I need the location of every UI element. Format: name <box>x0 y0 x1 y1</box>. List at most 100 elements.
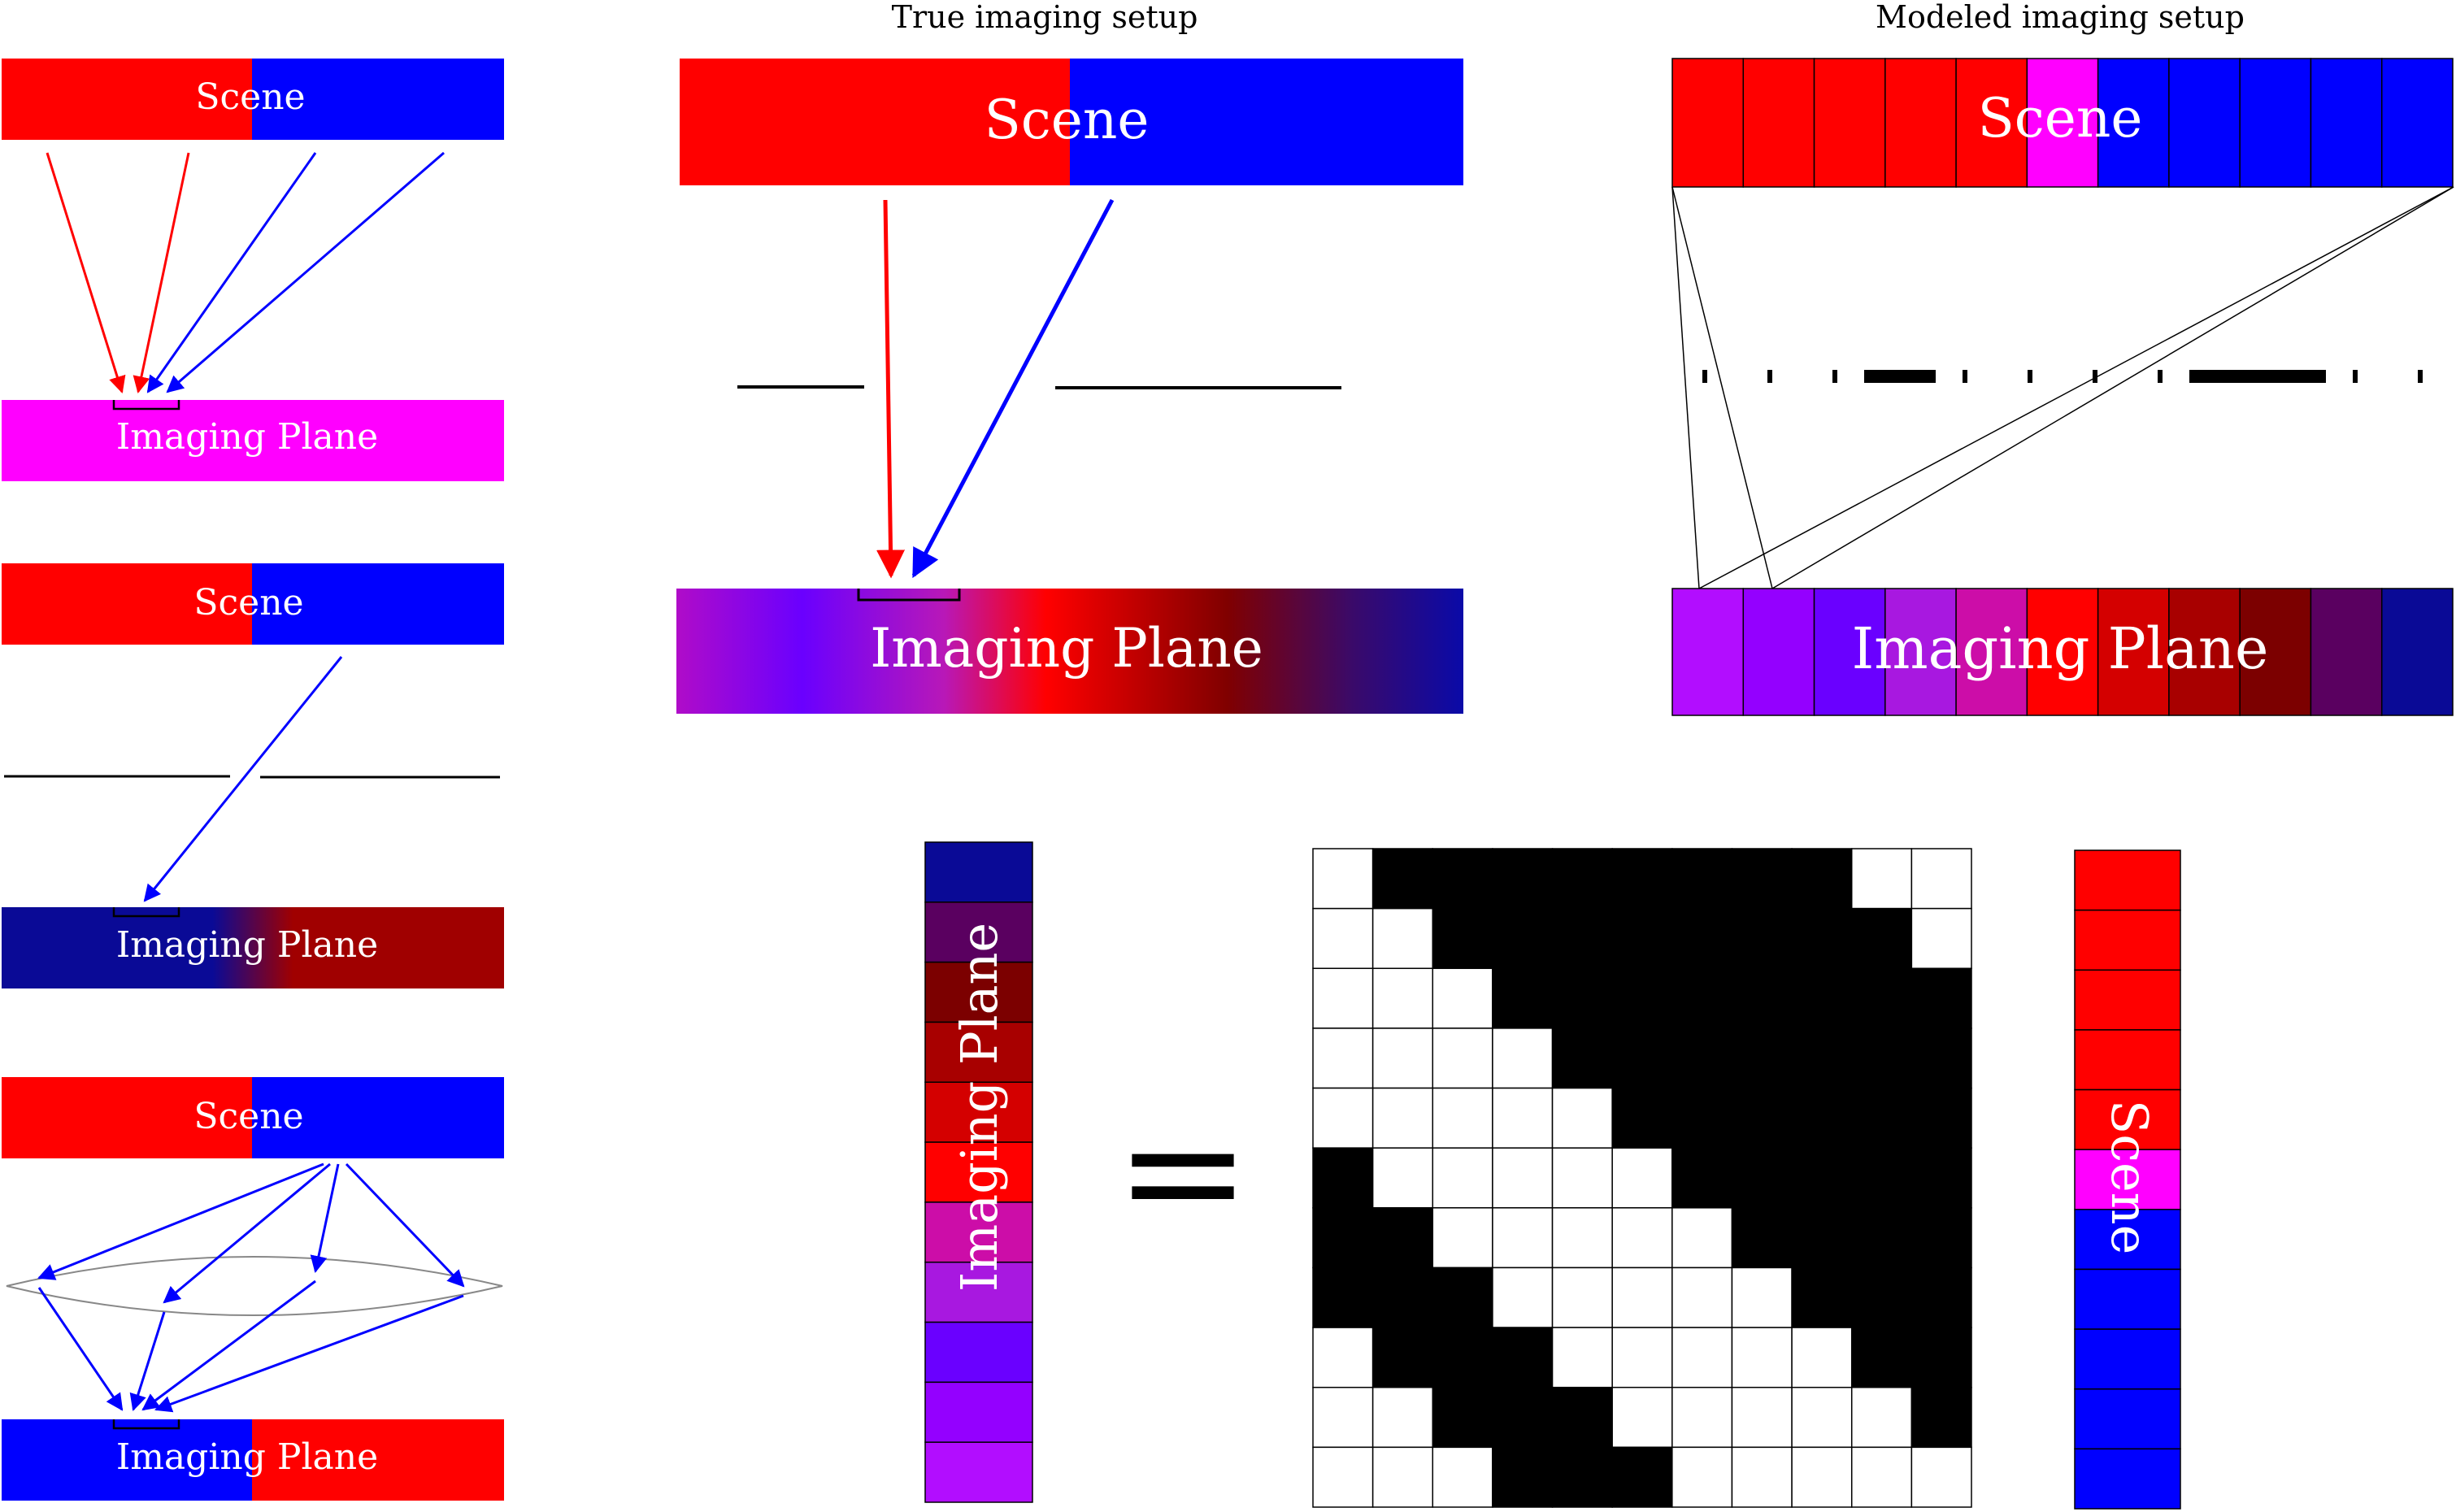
scene-red-half <box>2 1077 252 1158</box>
modeled-scene-pixels <box>1671 58 2454 188</box>
plane-vector-cell <box>924 1021 1033 1084</box>
scene-vector-cell <box>2074 1388 2181 1450</box>
matrix-cell <box>1551 907 1613 970</box>
scene-pixel <box>2026 58 2099 188</box>
matrix-cell <box>1671 848 1733 910</box>
scene-vector-label: Scene <box>2100 1100 2159 1255</box>
matrix-cell <box>1671 1386 1733 1449</box>
modeled-setup-title: Modeled imaging setup <box>1876 0 2245 35</box>
matrix-cell <box>1731 1386 1793 1449</box>
scene-blue-half <box>1070 59 1463 185</box>
ray-red <box>876 199 906 579</box>
scene-blue-half <box>252 563 504 645</box>
scene-pixel <box>1955 58 2028 188</box>
transfer-matrix <box>1312 848 1972 1508</box>
aperture-tick <box>2093 370 2097 383</box>
matrix-cell <box>1910 1446 1972 1508</box>
matrix-cell <box>1910 1207 1972 1269</box>
aperture-tick <box>1767 370 1772 383</box>
matrix-cell <box>1731 1327 1793 1388</box>
matrix-cell <box>1371 848 1434 910</box>
matrix-cell <box>1850 907 1913 970</box>
equals-sign: = <box>1115 1077 1251 1267</box>
scene-label: Scene <box>195 76 305 118</box>
aperture-tick <box>2158 370 2163 383</box>
ray-blue <box>345 1162 465 1288</box>
matrix-cell <box>1432 967 1493 1029</box>
matrix-cell <box>1731 1087 1793 1149</box>
matrix-cell <box>1671 1207 1733 1269</box>
scene-pixel <box>2380 58 2454 188</box>
ray-blue <box>141 1280 316 1411</box>
plane-pixel <box>2239 588 2312 716</box>
scene-vector-cell <box>2074 1088 2181 1150</box>
plane-pixel <box>1671 588 1745 716</box>
linear-system: Imaging Plane = Scene <box>924 841 2181 1510</box>
aperture-tick <box>2353 370 2358 383</box>
matrix-cell <box>1371 1446 1434 1508</box>
imaging-plane-bar <box>676 589 1463 714</box>
aperture-block <box>1864 370 1936 383</box>
matrix-cell <box>1312 1386 1374 1449</box>
matrix-cell <box>1371 1207 1434 1269</box>
ray-blue <box>37 1287 124 1411</box>
matrix-cell <box>1432 1327 1493 1388</box>
matrix-cell <box>1371 1028 1434 1089</box>
matrix-cell <box>1910 848 1972 910</box>
aperture-tick <box>2028 370 2032 383</box>
matrix-cell <box>1492 1028 1554 1089</box>
imaging-plane-bar <box>2 907 504 988</box>
matrix-cell <box>1731 907 1793 970</box>
matrix-cell <box>1312 848 1374 910</box>
scene-label: Scene <box>193 1096 303 1137</box>
plane-pixel <box>2310 588 2383 716</box>
matrix-cell <box>1551 848 1613 910</box>
matrix-cell <box>1910 1087 1972 1149</box>
ray-red <box>46 152 126 394</box>
matrix-cell <box>1551 1147 1613 1209</box>
matrix-cell <box>1850 1087 1913 1149</box>
matrix-cell <box>1671 1028 1733 1089</box>
imaging-plane-blue-half <box>2 1419 252 1501</box>
ray-blue <box>146 152 317 393</box>
matrix-cell <box>1312 1147 1374 1209</box>
matrix-cell <box>1731 967 1793 1029</box>
true-imaging-setup: True imaging setup Scene Imaging Plane <box>676 0 1463 714</box>
matrix-cell <box>1312 1267 1374 1328</box>
ray-blue <box>129 1311 166 1412</box>
matrix-cell <box>1492 1267 1554 1328</box>
scene-vector-cell <box>2074 1268 2181 1330</box>
matrix-cell <box>1671 1327 1733 1388</box>
plane-vector-cell <box>924 1081 1033 1143</box>
scene-red-half <box>2 563 252 645</box>
scene-vector <box>2074 849 2181 1510</box>
scene-pixel <box>1884 58 1957 188</box>
scene-blue-half <box>252 59 504 140</box>
true-setup-title: True imaging setup <box>892 0 1198 35</box>
matrix-cell <box>1432 1267 1493 1328</box>
ray-blue <box>37 1162 324 1280</box>
aperture-tick <box>1702 370 1707 383</box>
matrix-cell <box>1432 907 1493 970</box>
matrix-cell <box>1611 1147 1673 1209</box>
matrix-cell <box>1731 1207 1793 1269</box>
matrix-cell <box>1551 1028 1613 1089</box>
matrix-cell <box>1312 1207 1374 1269</box>
aperture-tick <box>1832 370 1837 383</box>
matrix-cell <box>1611 1028 1673 1089</box>
matrix-cell <box>1492 907 1554 970</box>
matrix-cell <box>1492 1446 1554 1508</box>
imaging-plane-label: Imaging Plane <box>116 416 378 458</box>
matrix-cell <box>1492 1087 1554 1149</box>
scene-label: Scene <box>193 582 303 623</box>
ray-line <box>1698 186 2454 589</box>
plane-vector-cell <box>924 1261 1033 1323</box>
matrix-cell <box>1371 1386 1434 1449</box>
scene-red-half <box>680 59 1070 185</box>
matrix-cell <box>1432 1207 1493 1269</box>
matrix-cell <box>1611 967 1673 1029</box>
plane-pixel <box>1813 588 1886 716</box>
lens-shape <box>6 1256 503 1316</box>
imaging-plane-red-half <box>252 1419 504 1501</box>
scene-label: Scene <box>985 89 1150 151</box>
